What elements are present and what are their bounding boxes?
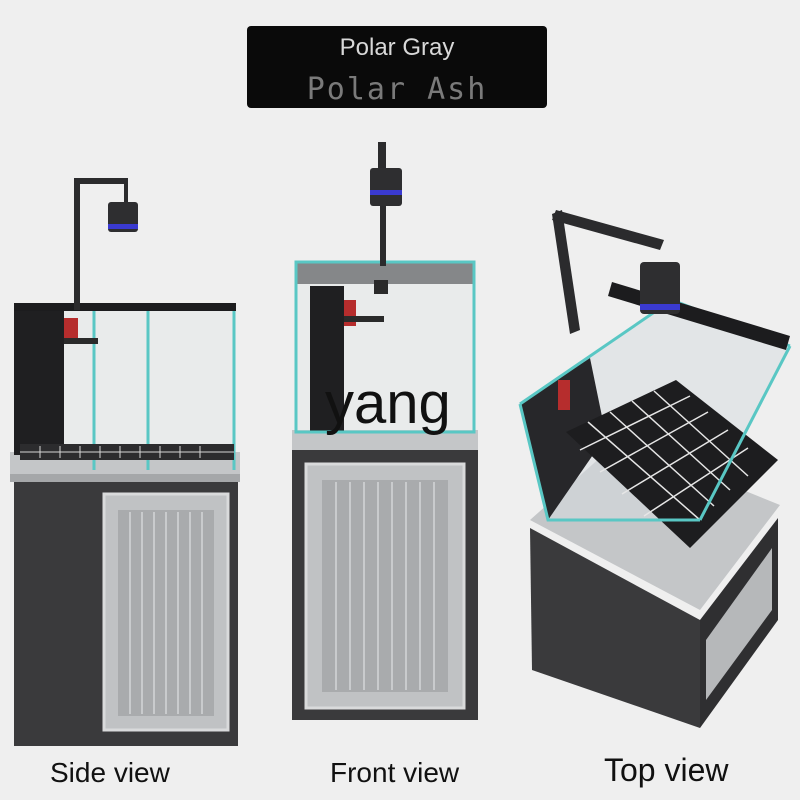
top-cabinet-side — [530, 528, 700, 728]
side-view-aquarium — [10, 178, 240, 746]
side-filter-chamber — [14, 307, 64, 455]
front-cabinet-top — [292, 430, 478, 450]
top-lamp-post — [552, 210, 580, 334]
side-view-caption: Side view — [50, 757, 170, 788]
top-door-panel — [706, 548, 772, 700]
color-banner: Polar Gray Polar Ash — [247, 26, 547, 108]
top-view-aquarium — [518, 210, 792, 728]
side-tank-rim — [14, 303, 236, 311]
side-tank-glass — [92, 307, 236, 470]
front-lamp-post — [378, 142, 386, 186]
front-filter-chamber — [310, 286, 344, 432]
side-lamp-post — [74, 180, 80, 310]
front-view-aquarium — [292, 142, 478, 720]
front-lamp-head — [370, 168, 402, 206]
color-name-secondary: Polar Ash — [306, 72, 488, 107]
color-name-primary: Polar Gray — [339, 34, 455, 61]
front-tank-lid — [296, 262, 474, 284]
top-lamp-head — [640, 262, 680, 314]
top-view-caption: Top view — [604, 752, 729, 788]
top-filter-chamber — [520, 358, 606, 520]
watermark-text: yang — [325, 371, 451, 436]
front-view-caption: Front view — [330, 757, 460, 788]
